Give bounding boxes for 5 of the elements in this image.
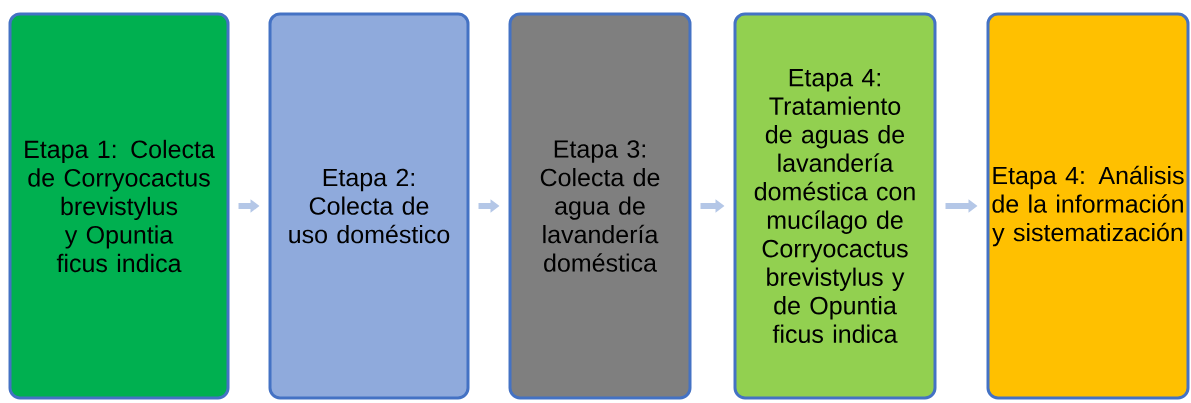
process-box: Etapa 3: Colecta de agua de lavandería doméstica — [508, 12, 692, 400]
process-box: Etapa 2: Colecta de uso doméstico — [268, 12, 470, 400]
process-box: Etapa 4: Análisis de la información y sistematización — [986, 12, 1190, 400]
process-box: Etapa 4: Tratamiento de aguas de lavandería doméstica con mucílago de Corryocactus brevistylus y de Opuntia ficus indica — [733, 12, 937, 400]
process-box: Etapa 1: Colecta de Corryocactus brevistylus y Opuntia ficus indica — [8, 12, 230, 400]
